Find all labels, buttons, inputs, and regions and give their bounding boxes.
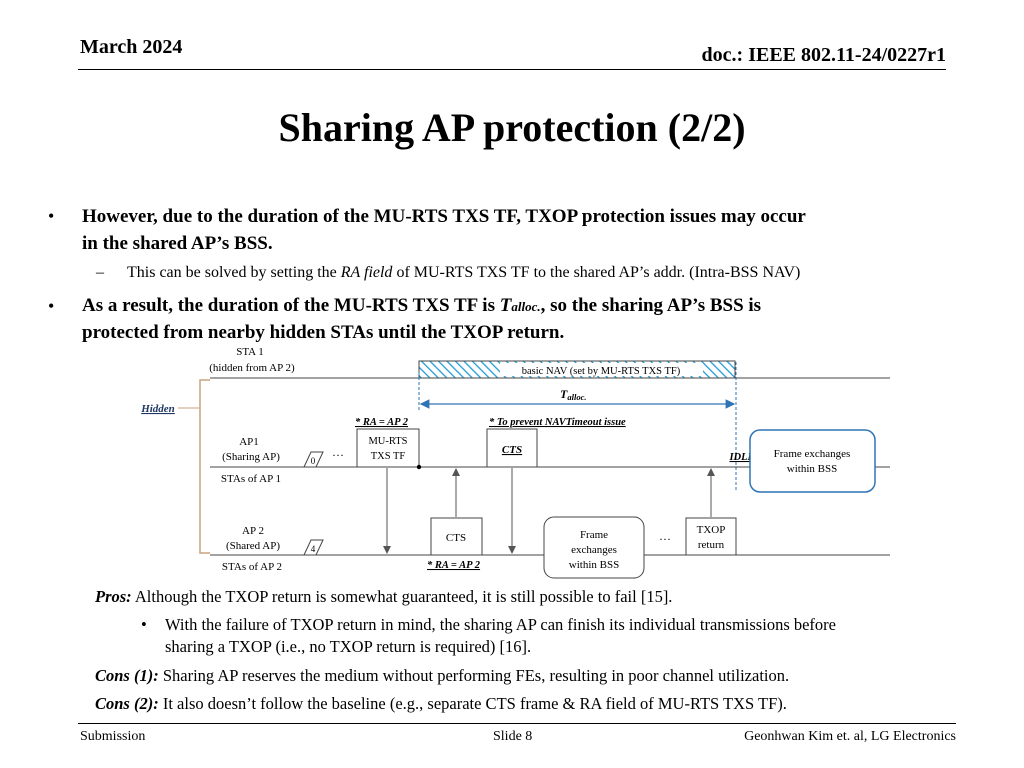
bullet-2-pre: As a result, the duration of the MU-RTS … (82, 295, 500, 316)
header-date: March 2024 (80, 36, 183, 58)
pros-sub-line2: sharing a TXOP (i.e., no TXOP return is … (165, 637, 532, 656)
nav-label: basic NAV (set by MU-RTS TXS TF) (522, 366, 681, 377)
ap2-fe-line3: within BSS (569, 559, 619, 571)
ap1-backoff-slot (303, 451, 324, 468)
pros-sub-bullet-marker: • (141, 615, 147, 634)
hidden-bracket (199, 379, 210, 554)
bullet-2-post: , so the sharing AP’s BSS is (540, 295, 762, 316)
ap2-frame-exchanges-box (543, 516, 645, 579)
ap2-backoff-count: 4 (311, 544, 316, 554)
ap2-fe-line2: exchanges (571, 544, 617, 556)
txop-start-dot (416, 464, 422, 470)
ra-ap2-bottom-note: * RA = AP 2 (427, 560, 481, 571)
ap1-fe-line2: within BSS (787, 463, 837, 475)
bullet-1-line1: However, due to the duration of the MU-R… (82, 206, 806, 227)
bullet-marker: • (48, 296, 55, 316)
pros-text: Although the TXOP return is somewhat gua… (131, 587, 673, 606)
cts-bottom-frame (430, 517, 483, 556)
cons2-text: It also doesn’t follow the baseline (e.g… (158, 694, 787, 713)
sub-bullet-1-emphasis: RA field (340, 264, 393, 281)
txop-return-frame (685, 517, 737, 556)
stas-ap2-label: STAs of AP 2 (222, 561, 282, 573)
footer-authors: Geonhwan Kim et. al, LG Electronics (744, 729, 956, 744)
hidden-label: Hidden (140, 403, 175, 415)
bullet-2-var: T (499, 295, 512, 316)
cons1-label: Cons (1): (95, 666, 159, 685)
ap1-backoff-count: 0 (311, 456, 316, 466)
cons1-text: Sharing AP reserves the medium without p… (158, 666, 790, 685)
cons2-line: Cons (2): It also doesn’t follow the bas… (95, 694, 787, 714)
talloc-label: Talloc. (560, 387, 586, 402)
sta1-hidden-note: (hidden from AP 2) (209, 362, 295, 374)
ap2-label: AP 2 (242, 525, 264, 537)
txop-return-line1: TXOP (697, 524, 726, 536)
header-doc-id: doc.: IEEE 802.11-24/0227r1 (701, 44, 946, 66)
ap2-role: (Shared AP) (226, 540, 280, 552)
cts-top-label: CTS (502, 444, 522, 456)
cts-top-frame (486, 428, 538, 468)
slide-title: Sharing AP protection (2/2) (278, 105, 746, 150)
footer-rule (78, 723, 956, 724)
ap2-ellipsis: … (659, 529, 671, 543)
sta1-label: STA 1 (236, 346, 264, 358)
bullet-2-line1: As a result, the duration of the MU-RTS … (82, 292, 761, 320)
cts-bottom-label: CTS (446, 532, 466, 544)
ap1-frame-exchanges-box (749, 429, 876, 493)
pros-sub-line1: With the failure of TXOP return in mind,… (165, 615, 836, 634)
stas-ap1-label: STAs of AP 1 (221, 473, 281, 485)
ap1-label: AP1 (239, 436, 259, 448)
bullet-1-line2: in the shared AP’s BSS. (82, 233, 273, 254)
sub-bullet-dash: – (96, 264, 104, 281)
murts-label-line1: MU-RTS (368, 436, 407, 447)
footer-submission: Submission (80, 729, 146, 744)
bullet-2-line2: protected from nearby hidden STAs until … (82, 322, 565, 343)
ap2-backoff-slot (303, 539, 324, 556)
ap1-role: (Sharing AP) (222, 451, 280, 463)
sub-bullet-1-pre: This can be solved by setting the (127, 264, 341, 281)
talloc-var: T (560, 387, 568, 401)
bullet-2-sub: alloc. (511, 299, 541, 314)
talloc-sub: alloc. (567, 392, 586, 402)
footer-slide-number: Slide 8 (493, 729, 533, 744)
ap2-fe-line1: Frame (580, 529, 608, 541)
ap1-fe-line1: Frame exchanges (774, 448, 851, 460)
cons1-line: Cons (1): Sharing AP reserves the medium… (95, 666, 789, 686)
sub-bullet-1-post: of MU-RTS TXS TF to the shared AP’s addr… (392, 264, 801, 281)
pros-label: Pros: (95, 587, 132, 606)
murts-txs-tf-frame (356, 428, 420, 468)
murts-label-line2: TXS TF (371, 451, 406, 462)
cons2-label: Cons (2): (95, 694, 159, 713)
navtimeout-note: * To prevent NAVTimeout issue (489, 417, 626, 428)
sub-bullet-1: This can be solved by setting the RA fie… (127, 264, 800, 282)
header-rule (78, 69, 946, 70)
pros-line: Pros: Although the TXOP return is somewh… (95, 587, 672, 607)
ra-ap2-top-note: * RA = AP 2 (355, 417, 409, 428)
bullet-marker: • (48, 206, 55, 226)
nav-label-background (500, 363, 703, 376)
idle-label: IDLE (728, 452, 754, 463)
ap1-ellipsis: … (332, 445, 344, 459)
txop-return-line2: return (698, 539, 725, 551)
